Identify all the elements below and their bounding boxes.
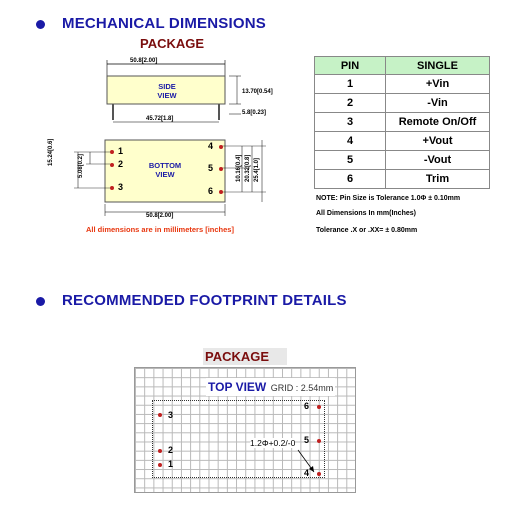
left-dimension-outer: 15.24[0.6] (48, 138, 54, 166)
footprint-package-label-box: PACKAGE (203, 348, 287, 365)
bottom-pin-label-4: 4 (208, 141, 214, 151)
footprint-pin-dot-5 (317, 439, 321, 443)
bottom-pin-dot-4 (219, 145, 223, 149)
bottom-view-label-line2: VIEW (155, 170, 175, 179)
bottom-pin-dot-2 (110, 163, 114, 167)
section-title-mechanical: MECHANICAL DIMENSIONS (62, 15, 266, 32)
package-label: PACKAGE (205, 349, 270, 364)
right-dimension-2: 20.32[0.8] (245, 154, 251, 182)
pin-number: 2 (314, 93, 386, 113)
pin-function: Remote On/Off (385, 112, 490, 132)
top-view-label-box: TOP VIEW GRID : 2.54mm (206, 378, 336, 396)
pin-number: 1 (314, 74, 386, 94)
footprint-pin-dot-1 (158, 463, 162, 467)
side-view-label: SIDE VIEW (146, 82, 188, 100)
grid-label: GRID : 2.54mm (270, 383, 334, 393)
table-row: 1+Vin (314, 74, 490, 94)
pin-function: +Vout (385, 131, 490, 151)
pin-spacing-dimension: 45.72[1.8] (146, 116, 174, 122)
footprint-pin-label-4: 4 (304, 468, 310, 478)
section-title-footprint: RECOMMENDED FOOTPRINT DETAILS (62, 292, 347, 309)
hole-leader-arrow (297, 449, 315, 473)
note-tolerance: Tolerance .X or .XX= ± 0.80mm (316, 227, 418, 234)
bottom-view-label: BOTTOM VIEW (142, 161, 188, 179)
top-view-label: TOP VIEW (208, 380, 267, 394)
table-row: 4+Vout (314, 131, 490, 151)
footprint-pin-label-5: 5 (304, 435, 310, 445)
side-view-label-line2: VIEW (157, 91, 177, 100)
bottom-pin-label-2: 2 (118, 159, 124, 169)
package-label: PACKAGE (140, 36, 205, 51)
bottom-pin-label-5: 5 (208, 163, 214, 173)
bottom-pin-label-6: 6 (208, 186, 214, 196)
side-height-dimension: 13.70[0.54] (242, 89, 273, 95)
footprint-pin-dot-3 (158, 413, 162, 417)
bottom-pin-label-3: 3 (118, 182, 124, 192)
pin-table-header-row: PIN SINGLE (314, 56, 490, 75)
pin-function: -Vout (385, 150, 490, 170)
footprint-pin-label-1: 1 (168, 459, 174, 469)
side-width-dimension: 50.8[2.00] (130, 58, 158, 64)
pin-number: 3 (314, 112, 386, 132)
dimension-units-note: All dimensions are in millimeters [inche… (86, 225, 234, 234)
bottom-width-dimension: 50.8[2.00] (146, 213, 174, 219)
bottom-pin-dot-3 (110, 186, 114, 190)
side-view-label-line1: SIDE (158, 82, 176, 91)
footprint-pin-label-3: 3 (168, 410, 174, 420)
bottom-pin-dot-6 (219, 190, 223, 194)
bottom-pin-dot-5 (219, 167, 223, 171)
section-bullet (36, 297, 45, 306)
pin-function: -Vin (385, 93, 490, 113)
pin-function: +Vin (385, 74, 490, 94)
pin-function: Trim (385, 169, 490, 189)
pin-number: 4 (314, 131, 386, 151)
bottom-view-label-line1: BOTTOM (148, 161, 182, 170)
single-column-header: SINGLE (385, 56, 490, 75)
right-dimension-1: 10.16[0.4] (236, 154, 242, 182)
pin-length-dimension: 5.8[0.23] (242, 110, 267, 116)
pin-number: 5 (314, 150, 386, 170)
footprint-body-outline (152, 400, 325, 478)
table-row: 5-Vout (314, 150, 490, 170)
section-bullet (36, 20, 45, 29)
bottom-pin-label-1: 1 (118, 146, 124, 156)
note-pin-size: NOTE: Pin Size is Tolerance 1.0Φ ± 0.10m… (316, 195, 461, 202)
footprint-pin-dot-4 (317, 472, 321, 476)
pin-number: 6 (314, 169, 386, 189)
table-row: 2-Vin (314, 93, 490, 113)
note-dimensions: All Dimensions In mm(Inches) (316, 210, 416, 217)
right-dimension-3: 25.4[1.0] (254, 157, 260, 182)
hole-size-label: 1.2Φ+0.2/-0 (250, 438, 296, 448)
bottom-pin-dot-1 (110, 150, 114, 154)
pin-column-header: PIN (314, 56, 386, 75)
left-dimension-inner: 5.08[0.2] (78, 153, 84, 178)
footprint-pin-label-2: 2 (168, 445, 174, 455)
footprint-pin-dot-2 (158, 449, 162, 453)
footprint-pin-label-6: 6 (304, 401, 310, 411)
footprint-pin-dot-6 (317, 405, 321, 409)
